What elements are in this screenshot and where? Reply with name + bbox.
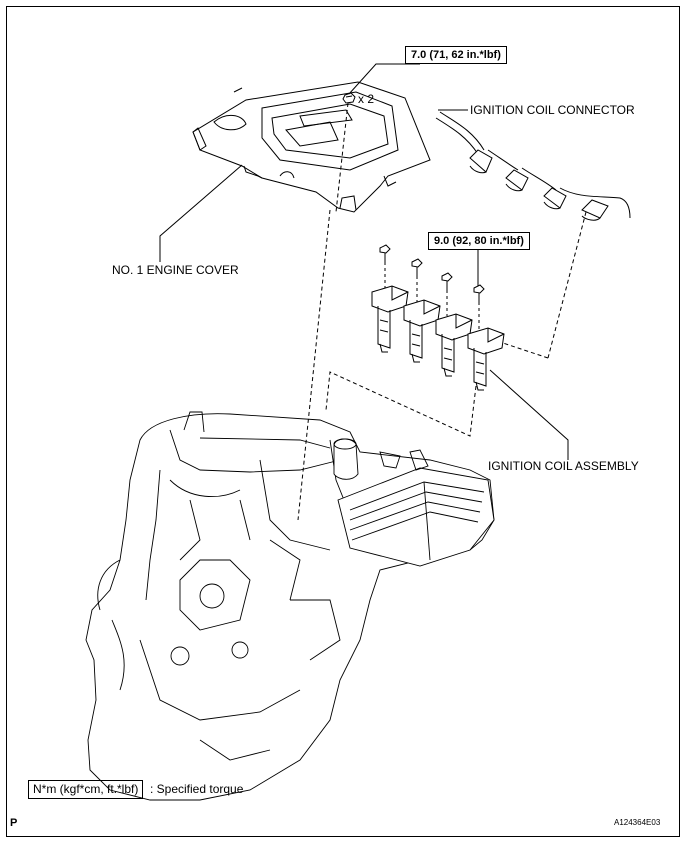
coil-assembly-label: IGNITION COIL ASSEMBLY <box>488 459 639 473</box>
coil-connector-label: IGNITION COIL CONNECTOR <box>470 103 635 117</box>
torque-cover-label: 7.0 (71, 62 in.*lbf) <box>405 46 507 64</box>
dashed-cover-nut <box>335 102 349 213</box>
leader-engine-cover <box>159 164 243 262</box>
cover-nut-drawing <box>342 92 356 104</box>
leader-coil-assembly <box>489 369 569 460</box>
diagram-frame <box>6 6 680 837</box>
legend-description: : Specified torque <box>150 782 244 796</box>
leader-torque-cover <box>348 63 420 95</box>
dashed-coil-engine <box>325 371 477 437</box>
coil-bolts-drawing <box>379 244 485 302</box>
dashed-cover-engine <box>297 209 331 521</box>
engine-drawing <box>85 411 495 801</box>
quantity-label: x 2 <box>358 92 375 106</box>
torque-coil-label: 9.0 (92, 80 in.*lbf) <box>428 232 530 250</box>
figure-id: A124364E03 <box>614 818 661 827</box>
ignition-coils-drawing <box>371 285 505 391</box>
dashed-connector-coil-2 <box>499 341 549 359</box>
page-mark: P <box>10 817 18 829</box>
dashed-connector-coil <box>547 211 587 359</box>
legend-unit-box: N*m (kgf*cm, ft.*lbf) <box>28 780 144 799</box>
engine-cover-drawing <box>192 81 431 213</box>
coil-connectors-drawing <box>435 111 631 221</box>
engine-cover-label: NO. 1 ENGINE COVER <box>112 263 239 277</box>
